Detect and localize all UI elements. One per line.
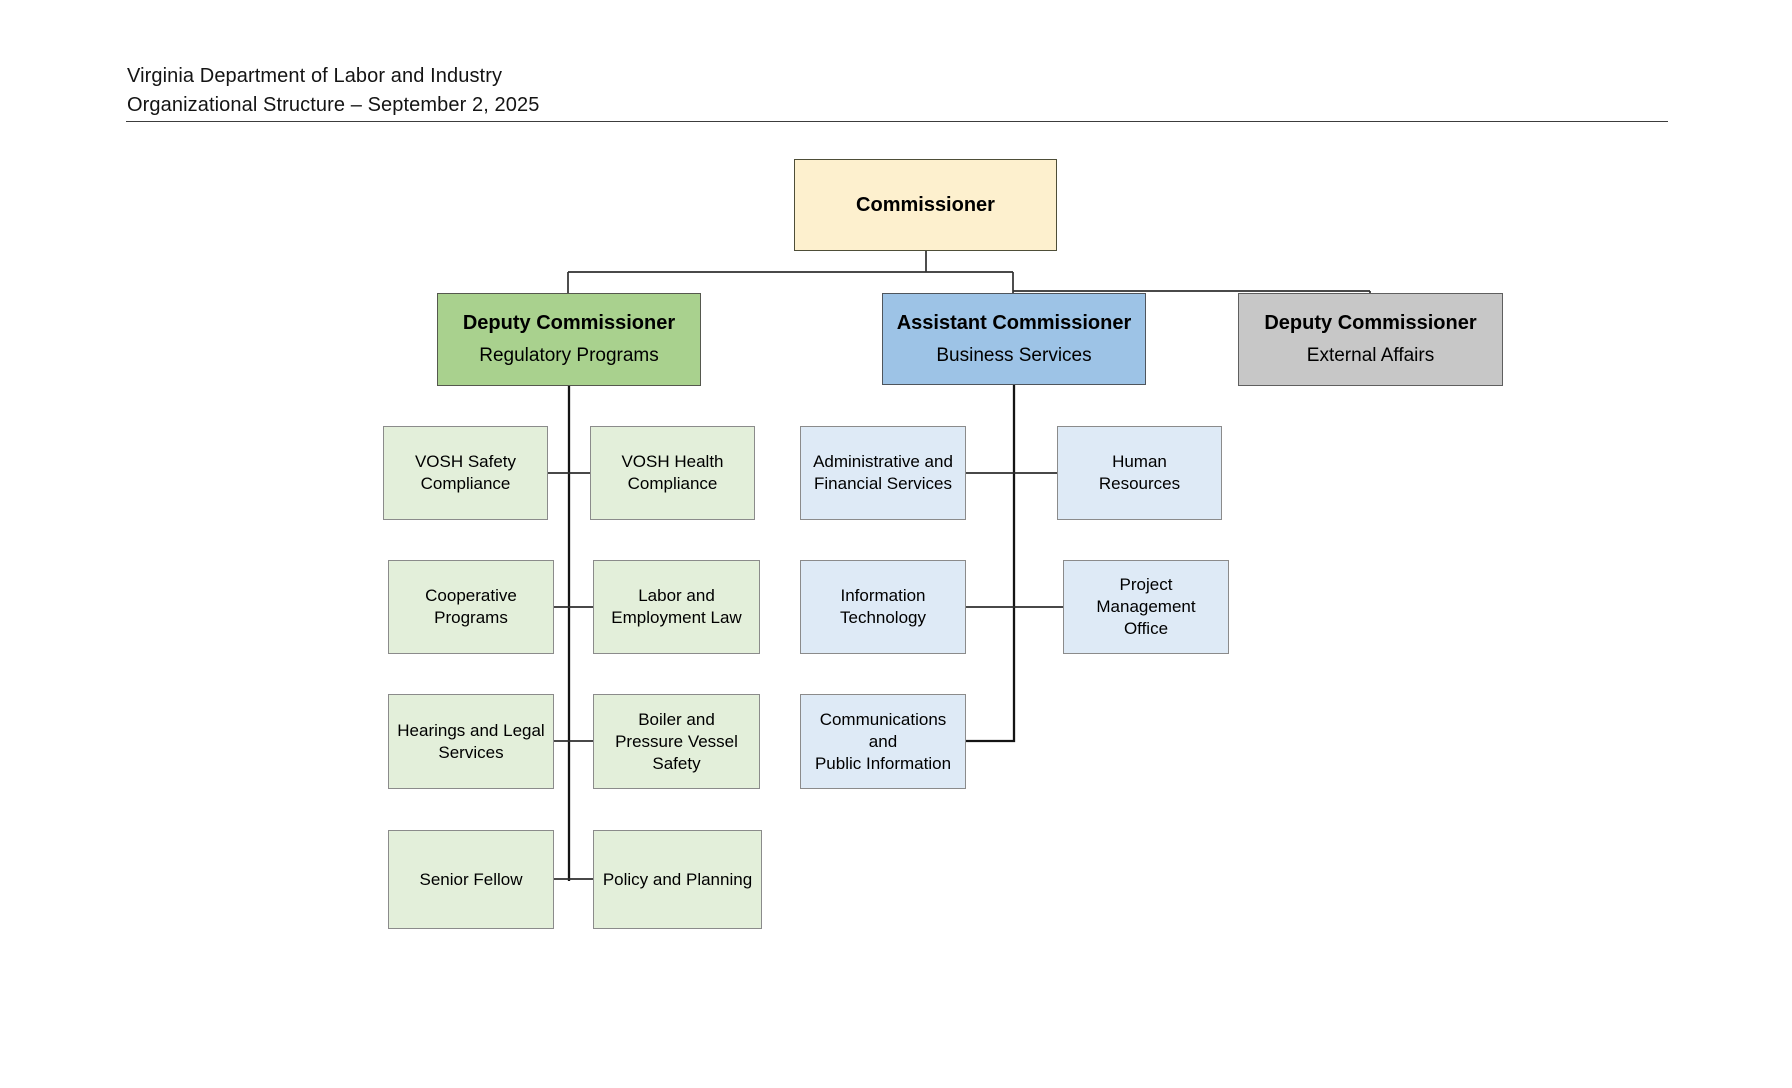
org-node-deputy-commissioner-external: Deputy Commissioner External Affairs [1238, 293, 1503, 386]
node-title: Commissioner [856, 194, 995, 216]
node-title: Deputy Commissioner [462, 312, 676, 334]
node-label: Communications and Public Information [814, 709, 952, 773]
doc-title: Virginia Department of Labor and Industr… [127, 65, 503, 87]
node-label: Cooperative Programs [425, 586, 517, 627]
node-label: Administrative and Financial Services [813, 452, 953, 493]
org-node-communications-and-public-information: Communications and Public Information [800, 694, 966, 789]
org-node-vosh-health-compliance: VOSH Health Compliance [590, 426, 755, 520]
node-subtitle: Business Services [936, 344, 1092, 366]
org-node-boiler-and-pressure-vessel-safety: Boiler and Pressure Vessel Safety [593, 694, 760, 789]
org-node-vosh-safety-compliance: VOSH Safety Compliance [383, 426, 548, 520]
connector-top-rail [567, 251, 1371, 294]
node-label: Senior Fellow [419, 869, 523, 889]
node-subtitle: External Affairs [1306, 345, 1435, 366]
org-node-senior-fellow: Senior Fellow [388, 830, 554, 929]
org-node-project-management-office: Project Management Office [1063, 560, 1229, 654]
org-node-administrative-and-financial-services: Administrative and Financial Services [800, 426, 966, 520]
node-label: Hearings and Legal Services [397, 720, 545, 762]
node-label: Boiler and Pressure Vessel Safety [615, 709, 738, 773]
org-node-human-resources: Human Resources [1057, 426, 1222, 520]
org-node-commissioner: Commissioner [794, 159, 1057, 251]
org-node-cooperative-programs: Cooperative Programs [388, 560, 554, 654]
connector-business-trunk [966, 385, 1016, 743]
node-label: VOSH Health Compliance [621, 452, 724, 493]
node-label: Information Technology [839, 586, 926, 627]
node-label: Human Resources [1098, 452, 1181, 493]
org-node-policy-and-planning: Policy and Planning [593, 830, 762, 929]
node-label: Labor and Employment Law [611, 586, 742, 627]
org-node-information-technology: Information Technology [800, 560, 966, 654]
document-header: Virginia Department of Labor and Industr… [127, 62, 539, 120]
node-label: Policy and Planning [602, 869, 753, 889]
org-node-deputy-commissioner-regulatory: Deputy Commissioner Regulatory Programs [437, 293, 701, 386]
doc-subtitle: Organizational Structure – September 2, … [127, 94, 540, 116]
org-node-labor-and-employment-law: Labor and Employment Law [593, 560, 760, 654]
node-title: Assistant Commissioner [896, 311, 1132, 334]
node-label: VOSH Safety Compliance [414, 452, 517, 493]
connector-business-stubs [966, 472, 1063, 608]
org-node-assistant-commissioner-business: Assistant Commissioner Business Services [882, 293, 1146, 385]
connector-regulatory-stubs [548, 472, 593, 880]
node-label: Project Management Office [1096, 575, 1196, 638]
header-rule [126, 121, 1668, 122]
node-title: Deputy Commissioner [1264, 312, 1477, 334]
node-subtitle: Regulatory Programs [479, 345, 659, 366]
org-node-hearings-and-legal-services: Hearings and Legal Services [388, 694, 554, 789]
